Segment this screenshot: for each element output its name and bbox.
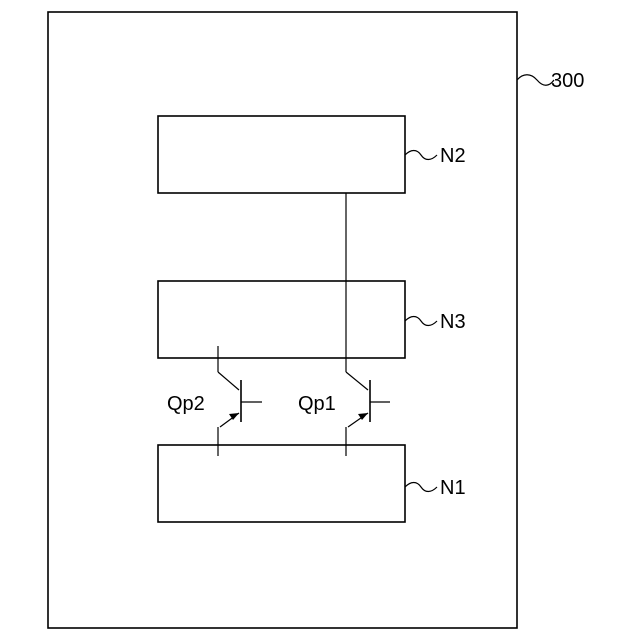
block-n2-label: N2 (440, 145, 466, 167)
block-n2 (158, 116, 405, 193)
block-n1-label: N1 (440, 477, 466, 499)
block-n3 (158, 281, 405, 358)
block-n3-label: N3 (440, 311, 466, 333)
transistor-qp2: Qp2 (167, 346, 262, 456)
qp2-collector-lead (218, 372, 239, 390)
block-n1 (158, 445, 405, 522)
block-n2-leader (405, 151, 437, 160)
block-n1-leader (405, 483, 437, 492)
qp2-label: Qp2 (167, 393, 205, 415)
qp1-collector-lead (346, 372, 368, 390)
ref-300-label: 300 (551, 70, 584, 92)
ref-300-leader (517, 75, 554, 86)
block-n3-leader (405, 317, 437, 326)
transistor-qp1: Qp1 (298, 193, 390, 456)
qp1-label: Qp1 (298, 393, 336, 415)
